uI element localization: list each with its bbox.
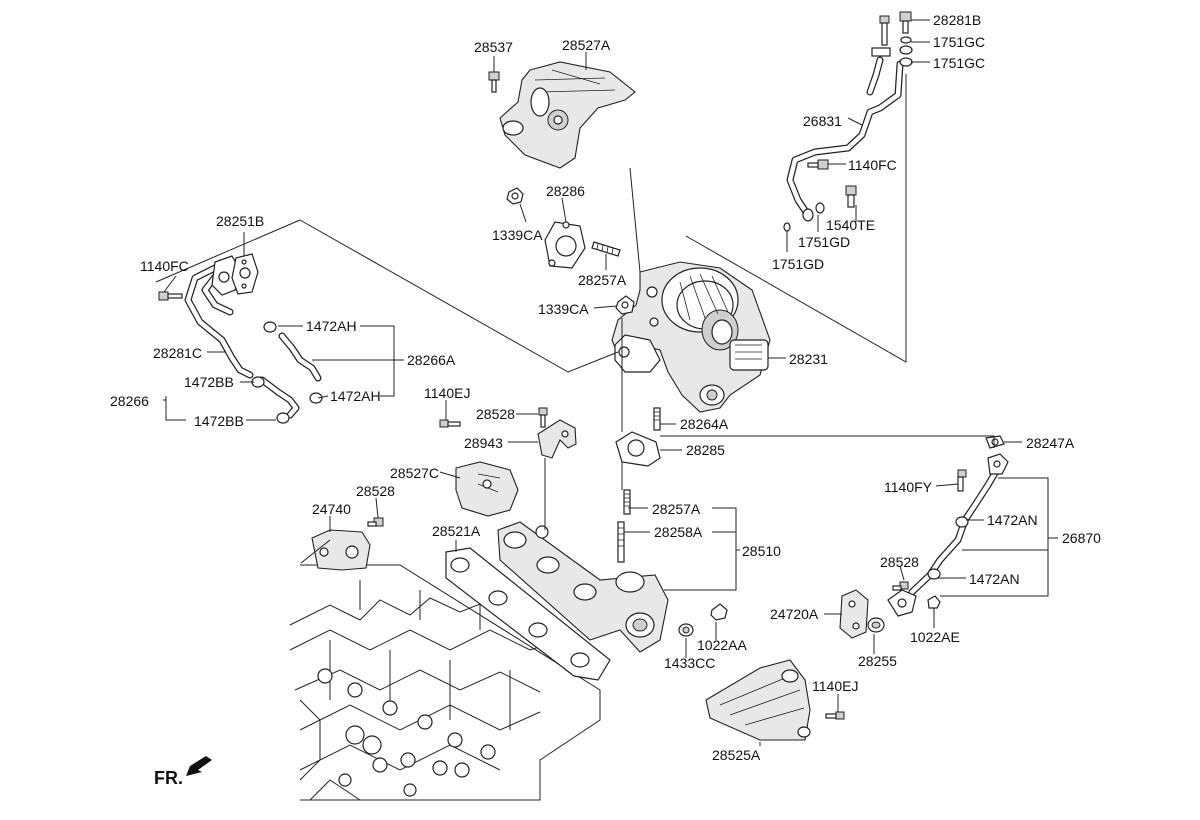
front-arrow-icon [186,756,212,776]
callout-1472bb-lower: 1472BB [194,413,244,429]
callout-1751gc-lower: 1751GC [933,55,985,71]
manifold-heat-shield-lower [705,659,845,741]
callout-1433cc: 1433CC [664,655,715,671]
callout-labels: 28281B 1751GC 1751GC 28537 28527A 26831 … [110,12,1101,763]
stud-28264a [653,407,661,431]
callout-28255: 28255 [858,653,897,669]
oil-pipe-banjo-bolt [871,11,912,57]
callout-1140fc-left: 1140FC [140,258,189,274]
callout-28537: 28537 [474,39,513,55]
coolant-pipe-bolt [158,291,183,301]
callout-leader-lines [163,19,1058,746]
exhaust-gasket-lower [615,431,661,467]
callout-28266a: 28266A [407,352,456,368]
callout-1540te: 1540TE [826,217,875,233]
callout-28285: 28285 [686,442,725,458]
callout-1140ej-upper: 1140EJ [424,385,470,401]
callout-1472an-upper: 1472AN [987,512,1038,528]
turbo-nut [615,295,635,315]
callout-28281b: 28281B [933,12,981,28]
callout-1140fc-oil: 1140FC [848,157,897,173]
hose-clamps [251,321,323,424]
flange-nut [506,187,524,205]
turbo-flange-gasket-upper [544,221,586,269]
callout-28527c: 28527C [390,465,439,481]
manifold-nuts [678,603,728,637]
callout-1472ah-lower: 1472AH [330,388,381,404]
turbo-stud [591,241,621,257]
callout-28286: 28286 [546,183,585,199]
callout-28510: 28510 [742,543,781,559]
callout-1472bb-upper: 1472BB [184,374,234,390]
callout-1751gc-upper: 1751GC [933,34,985,50]
callout-1472an-lower: 1472AN [969,571,1020,587]
turbocharger [611,261,771,413]
callout-28258a: 28258A [654,524,703,540]
callout-1022aa: 1022AA [697,637,747,653]
coolant-hose-lower [258,376,300,419]
callout-28521a: 28521A [432,523,481,539]
coolant-pipe-assembly [184,253,259,379]
callout-1339ca-lower: 1339CA [538,301,589,317]
manifold-studs [617,489,631,563]
callout-24720a: 24720A [770,606,819,622]
callout-1140ej-lower: 1140EJ [812,678,858,694]
callout-1751gd-lower: 1751GD [772,256,824,272]
callout-28281c: 28281C [153,345,202,361]
callout-26831: 26831 [803,113,842,129]
callout-1751gd-upper: 1751GD [798,234,850,250]
callout-28257a-upper: 28257A [578,272,627,288]
exhaust-manifold-gasket [445,547,611,681]
callout-28527a: 28527A [562,37,611,53]
front-marker-label: FR. [154,768,183,788]
callout-28525a: 28525A [712,747,761,763]
callout-28257a-lower: 28257A [652,501,701,517]
assembly-guide-lines [155,74,995,564]
callout-28266: 28266 [110,393,149,409]
callout-28528-bracket: 28528 [476,406,515,422]
callout-28231: 28231 [789,351,828,367]
heat-shield-bolt [488,71,500,93]
callout-1140fy: 1140FY [884,479,933,495]
callout-28528-right: 28528 [880,554,919,570]
oil-feed-pipe [786,56,904,219]
callout-1339ca-upper: 1339CA [492,227,543,243]
coolant-hose-upper [278,332,322,382]
manifold-heat-shield-small [455,461,519,517]
callout-28251b: 28251B [216,213,264,229]
bolt-1140ej-upper [439,419,461,428]
callout-1022ae: 1022AE [910,629,960,645]
egr-cooler-pipe [887,453,1009,617]
callout-28528-left: 28528 [356,483,395,499]
turbo-support-bracket [537,407,577,459]
injector-bores [317,668,496,797]
cylinder-head-illustration [289,564,601,801]
callout-1472ah-upper: 1472AH [306,318,357,334]
callout-28247a: 28247A [1026,435,1075,451]
callout-28264a: 28264A [680,416,729,432]
engine-bracket-24740 [311,517,384,571]
egr-bracket-24720a [839,589,885,639]
callout-24740: 24740 [312,501,351,517]
callout-26870: 26870 [1062,530,1101,546]
callout-28943: 28943 [464,435,503,451]
turbo-heat-shield-upper [499,61,636,169]
exhaust-manifold [497,521,669,653]
